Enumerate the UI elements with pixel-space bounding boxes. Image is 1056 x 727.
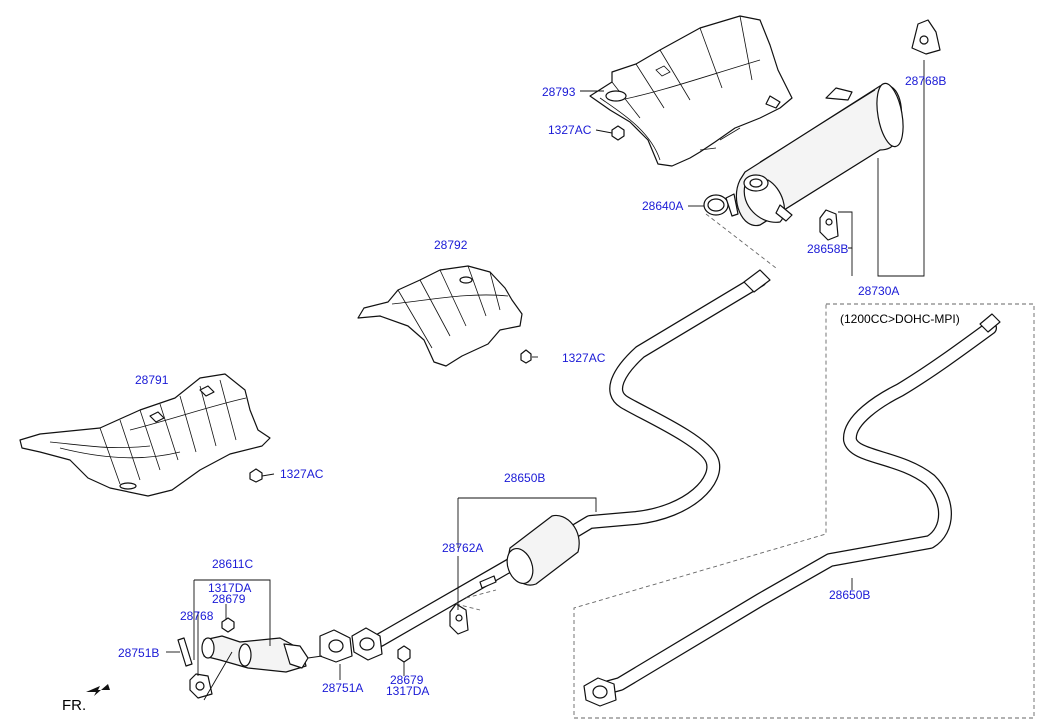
- label-1327ac-mid[interactable]: 1327AC: [562, 351, 606, 365]
- heat-shield-28793: [589, 15, 793, 167]
- label-28762a[interactable]: 28762A: [442, 541, 483, 555]
- label-28768b[interactable]: 28768B: [905, 74, 946, 88]
- label-1317da-top[interactable]: 1317DA: [208, 581, 251, 595]
- exhaust-pipe-28650b: [351, 269, 771, 661]
- hanger-connector-dash: [455, 589, 497, 611]
- label-28650b-alt[interactable]: 28650B: [829, 588, 870, 602]
- label-28751a[interactable]: 28751A: [322, 681, 363, 695]
- label-1317da-bot[interactable]: 1317DA: [386, 684, 429, 698]
- label-28650b-main[interactable]: 28650B: [504, 471, 545, 485]
- nut-1327ac-top: [611, 125, 625, 141]
- label-28791[interactable]: 28791: [135, 373, 169, 387]
- hanger-28762a: [449, 575, 497, 635]
- label-28768[interactable]: 28768: [180, 609, 214, 623]
- label-28793[interactable]: 28793: [542, 85, 576, 99]
- nut-1327ac-low: [249, 468, 263, 483]
- label-28792[interactable]: 28792: [434, 238, 468, 252]
- label-28730a[interactable]: 28730A: [858, 284, 899, 298]
- hanger-28658b: [819, 209, 839, 241]
- label-28640a[interactable]: 28640A: [642, 199, 683, 213]
- muffler-connector-dash: [705, 213, 777, 269]
- variant-note: (1200CC>DOHC-MPI): [840, 312, 960, 326]
- heat-shield-28792: [357, 265, 523, 367]
- label-28611c[interactable]: 28611C: [212, 557, 253, 571]
- muffler-28730a: [735, 82, 904, 227]
- label-28751b[interactable]: 28751B: [118, 646, 159, 660]
- clamp-28640a: [703, 193, 739, 217]
- front-direction-arrow-icon: [86, 684, 110, 696]
- label-28679-bot[interactable]: 28679: [390, 673, 424, 687]
- front-pipe-28611c: [177, 617, 411, 699]
- label-28658b[interactable]: 28658B: [807, 242, 848, 256]
- front-direction-label: FR.: [62, 697, 86, 714]
- nut-1327ac-mid: [520, 349, 532, 364]
- label-1327ac-top[interactable]: 1327AC: [548, 123, 592, 137]
- leader-lines: [166, 60, 925, 701]
- heat-shield-28791: [19, 373, 271, 497]
- variant-box: [573, 303, 1035, 719]
- label-28679-top[interactable]: 28679: [212, 592, 246, 606]
- label-1327ac-low[interactable]: 1327AC: [280, 467, 324, 481]
- part-labels: 28793 1327AC 28768B 28640A 28658B 28730A…: [62, 74, 960, 714]
- exhaust-pipe-28650b-alt: [583, 313, 1001, 707]
- hanger-28768b: [911, 19, 941, 55]
